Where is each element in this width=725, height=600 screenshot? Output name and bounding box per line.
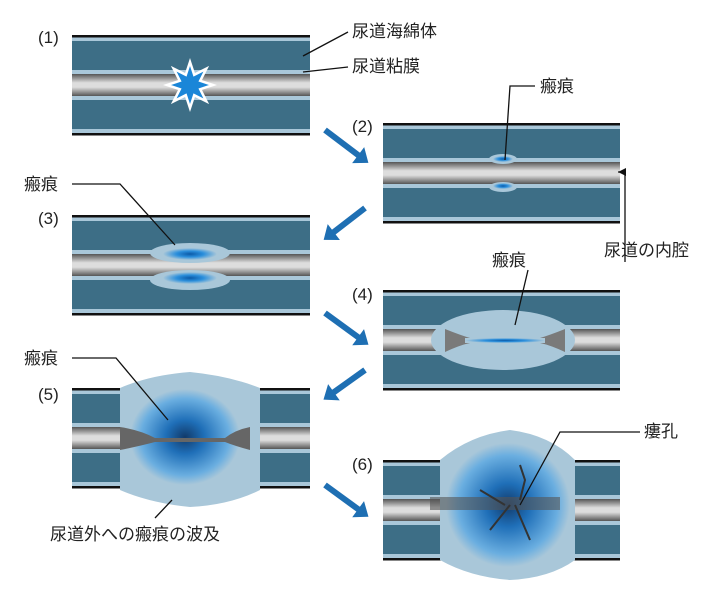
arrow-shaft xyxy=(323,310,364,343)
injury-star-icon xyxy=(162,57,218,113)
scar-2-upper xyxy=(493,156,513,162)
label-corpus-spongiosum: 尿道海綿体 xyxy=(352,22,437,42)
fistula-cracks xyxy=(479,464,531,541)
outer-line-bottom xyxy=(72,313,310,316)
label-scar-3: 瘢痕 xyxy=(24,175,58,195)
arrow-shaft xyxy=(323,482,364,515)
panel-number-5: (5) xyxy=(38,385,59,404)
arrow-head-icon xyxy=(323,224,340,240)
outer-line-top xyxy=(72,35,310,38)
outer-line-top xyxy=(383,290,620,293)
label-scar-5: 瘢痕 xyxy=(24,349,58,369)
urethra-panel-2 xyxy=(383,123,620,224)
urethral-lumen xyxy=(72,254,310,276)
label-scar-4: 瘢痕 xyxy=(492,251,526,271)
outer-line-bottom xyxy=(383,388,620,391)
arrow-head-icon xyxy=(352,147,369,164)
panel-number-4: (4) xyxy=(352,285,373,304)
arrow-shaft xyxy=(328,367,367,398)
arrow-shaft xyxy=(323,127,364,161)
arrow-head-icon xyxy=(323,384,340,401)
urethral-lumen xyxy=(383,162,620,184)
flow-arrow-1 xyxy=(323,127,369,164)
scar-5 xyxy=(130,389,240,485)
obliterated-lumen xyxy=(430,497,560,510)
panel-number-1: (1) xyxy=(38,28,59,47)
panel-number-2: (2) xyxy=(352,117,373,136)
label-urethral-mucosa: 尿道粘膜 xyxy=(352,57,420,77)
outer-line-top xyxy=(383,123,620,126)
arrow-head-icon xyxy=(352,329,369,346)
spongiosum-lower xyxy=(383,188,620,217)
flow-arrow-2 xyxy=(323,205,367,240)
label-urethral-lumen: 尿道の内腔 xyxy=(604,241,689,261)
scar-3-upper xyxy=(163,248,217,260)
arrow-head-icon xyxy=(352,501,369,518)
lumen-pointer-arrowhead xyxy=(618,168,626,176)
spongiosum-upper xyxy=(383,129,620,158)
scar-2-lower xyxy=(493,183,513,189)
label-scar-2: 瘢痕 xyxy=(540,77,574,97)
label-scar-spread-outside: 尿道外への瘢痕の波及 xyxy=(50,525,220,545)
panel-number-3: (3) xyxy=(38,209,59,228)
outer-line-bottom xyxy=(72,133,310,136)
outer-line-top xyxy=(72,215,310,218)
panel-number-6: (6) xyxy=(352,455,373,474)
scar-3-lower xyxy=(163,272,217,284)
arrow-shaft xyxy=(328,205,367,238)
label-fistula: 瘻孔 xyxy=(644,422,678,442)
obliterated-lumen xyxy=(120,427,250,450)
flow-arrow-4 xyxy=(323,367,367,401)
flow-arrow-5 xyxy=(323,482,369,518)
flow-arrow-3 xyxy=(323,310,369,346)
urethra-panel-3 xyxy=(72,215,310,316)
outer-line-bottom xyxy=(383,221,620,224)
urethra-panel-1 xyxy=(72,35,310,136)
scar-4 xyxy=(465,338,545,343)
